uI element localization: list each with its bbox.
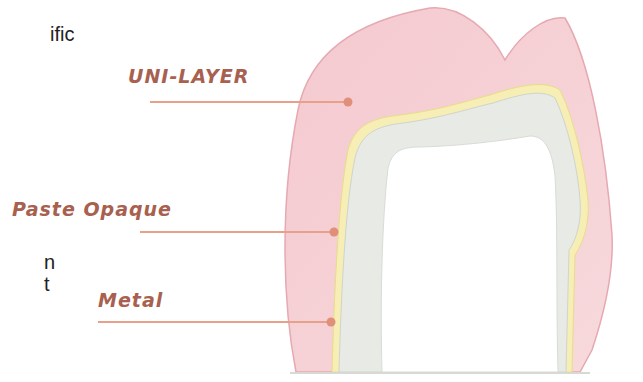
base-line	[290, 372, 590, 374]
label-anchor: ific	[50, 23, 74, 45]
label-anchor: n	[44, 251, 55, 273]
label-anchor: Metal	[98, 290, 163, 311]
label-anchor: t	[44, 273, 50, 295]
uni-layer-shape	[285, 8, 612, 372]
metal-hollow	[381, 136, 558, 372]
part-label: Metal	[98, 290, 163, 311]
leader-dot	[330, 228, 339, 237]
part-label: Paste Opaque	[12, 199, 172, 220]
leader-line	[140, 231, 330, 233]
fragment-text: ific	[50, 23, 74, 45]
metal-shape	[339, 93, 580, 372]
leader-line	[150, 101, 345, 103]
part-label: UNI-LAYER	[128, 66, 249, 87]
fragment-text: t	[44, 273, 50, 295]
fragment-text: n	[44, 251, 55, 273]
leader-dot	[344, 98, 353, 107]
leader-line	[98, 321, 327, 323]
label-anchor: Paste Opaque	[12, 199, 172, 220]
leader-dot	[327, 318, 336, 327]
label-anchor: UNI-LAYER	[128, 66, 249, 87]
paste-opaque-shape	[332, 85, 588, 372]
